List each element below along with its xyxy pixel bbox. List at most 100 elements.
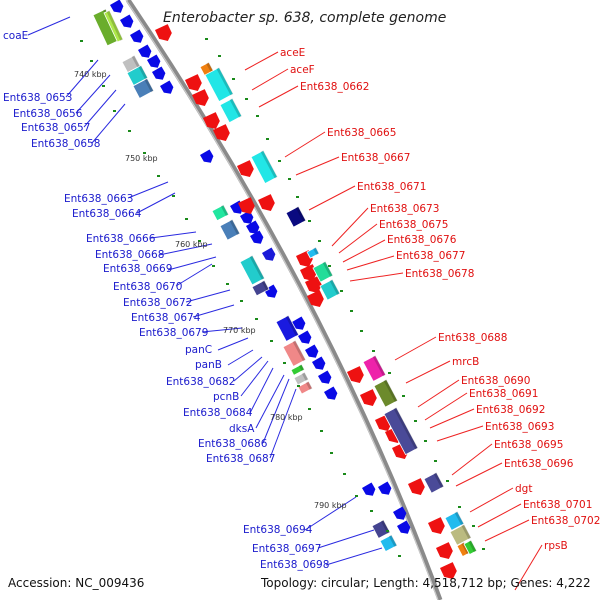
gene-block-face (275, 314, 300, 342)
genome-summary-text: Topology: circular; Length: 4,518,712 bp… (260, 576, 591, 590)
reverse-gene-arrow (250, 230, 264, 244)
gene-block-shade (260, 150, 278, 179)
reverse-gene-arrow (264, 284, 278, 298)
gene-label[interactable]: Ent638_0687 (206, 453, 275, 465)
gene-label[interactable]: Ent638_0670 (113, 281, 182, 293)
gene-arrow-shape (292, 316, 306, 330)
gene-arrow-shape (237, 160, 254, 177)
gene-label[interactable]: Ent638_0674 (131, 312, 201, 324)
gene-label[interactable]: Ent638_0695 (494, 439, 563, 451)
gene-label[interactable]: dgt (515, 483, 532, 495)
gene-label[interactable]: Ent638_0690 (461, 375, 530, 387)
reverse-gene-arrow (152, 66, 166, 80)
gene-label[interactable]: Ent638_0663 (64, 193, 133, 205)
gene-label[interactable]: Ent638_0666 (86, 233, 156, 245)
gene-label[interactable]: Ent638_0671 (357, 181, 426, 193)
reverse-label-leader (127, 181, 169, 199)
gene-block-face (423, 471, 445, 494)
gene-block-shade (292, 340, 306, 362)
gene-label[interactable]: Ent638_0694 (243, 524, 313, 536)
ruler-tick-mark (185, 218, 188, 220)
gene-label[interactable]: Ent638_0662 (300, 81, 369, 93)
gene-label[interactable]: Ent638_0692 (476, 404, 545, 416)
reverse-label-leader (150, 231, 197, 239)
ruler-tick-label: 740 kbp (74, 70, 107, 79)
gene-label[interactable]: Ent638_0675 (379, 219, 448, 231)
gene-block-face (306, 246, 320, 259)
gene-label[interactable]: mrcB (452, 356, 479, 368)
cds-block (463, 539, 478, 556)
ruler-tick-mark (424, 440, 427, 442)
ruler-tick-mark (308, 220, 311, 222)
cds-block (126, 64, 149, 86)
gene-label[interactable]: Ent638_0677 (396, 250, 465, 262)
reverse-label-leader (227, 349, 254, 366)
forward-label-leader (244, 51, 279, 71)
gene-label[interactable]: Ent638_0672 (123, 297, 192, 309)
ruler-tick-mark (102, 85, 105, 87)
gene-block-face (312, 260, 334, 283)
gene-label[interactable]: Ent638_0656 (13, 108, 83, 120)
gene-label[interactable]: Ent638_0673 (370, 203, 439, 215)
gene-arrow-shape (262, 247, 276, 261)
ruler-tick-label: 780 kbp (270, 413, 303, 422)
gene-label[interactable]: dksA (229, 423, 255, 435)
gene-label[interactable]: Ent638_0684 (183, 407, 253, 419)
gene-label[interactable]: Ent638_0702 (531, 515, 600, 527)
cds-block (103, 9, 124, 43)
reverse-gene-arrow (298, 330, 312, 344)
gene-label[interactable]: Ent638_0682 (166, 376, 235, 388)
gene-label[interactable]: aceF (290, 64, 315, 76)
gene-block-shade (461, 524, 472, 540)
gene-label[interactable]: panB (195, 359, 222, 371)
gene-block-face (285, 205, 307, 228)
gene-label[interactable]: Ent638_0667 (341, 152, 410, 164)
ruler-tick-mark (388, 372, 391, 374)
reverse-label-leader (192, 304, 235, 318)
gene-label[interactable]: Ent638_0668 (95, 249, 164, 261)
reverse-gene-arrow (378, 481, 392, 495)
reverse-label-leaders (27, 16, 383, 566)
forward-label-leader (338, 223, 378, 254)
reverse-gene-arrow (246, 220, 260, 234)
gene-label[interactable]: Ent638_0701 (523, 499, 592, 511)
gene-label[interactable]: Ent638_0693 (485, 421, 554, 433)
gene-label[interactable]: Ent638_0676 (387, 234, 457, 246)
gene-label[interactable]: coaE (3, 30, 28, 42)
gene-label[interactable]: Ent638_0698 (260, 559, 329, 571)
gene-block-shade (216, 67, 234, 96)
gene-label[interactable]: Ent638_0678 (405, 268, 474, 280)
gene-block-shade (329, 279, 340, 295)
gene-label[interactable]: pcnB (213, 391, 239, 403)
forward-label-leader (484, 519, 530, 542)
reverse-label-leader (75, 74, 111, 114)
reverse-gene-arrow (397, 520, 411, 534)
ruler-tick-mark (308, 408, 311, 410)
gene-label[interactable]: Ent638_0691 (469, 388, 538, 400)
gene-label[interactable]: Ent638_0665 (327, 127, 396, 139)
ruler-tick-label: 770 kbp (223, 326, 256, 335)
gene-arrow-shape (305, 276, 322, 293)
reverse-gene-arrow (262, 247, 276, 261)
gene-label[interactable]: Ent638_0679 (139, 327, 208, 339)
gene-label[interactable]: Ent638_0669 (103, 263, 172, 275)
cds-block (297, 380, 313, 395)
gene-label[interactable]: Ent638_0657 (21, 122, 90, 134)
gene-block-face (251, 279, 270, 297)
gene-label[interactable]: panC (185, 344, 212, 356)
gene-label[interactable]: Ent638_0688 (438, 332, 507, 344)
gene-arrow-shape (312, 356, 326, 370)
gene-label[interactable]: Ent638_0664 (72, 208, 142, 220)
reverse-gene-arrow (318, 370, 332, 384)
gene-block-face (319, 278, 341, 301)
gene-label[interactable]: aceE (280, 47, 305, 59)
forward-label-leader (514, 544, 543, 591)
gene-label[interactable]: Ent638_0658 (31, 138, 100, 150)
gene-label[interactable]: Ent638_0686 (198, 438, 268, 450)
ruler-tick-mark (330, 452, 333, 454)
gene-label[interactable]: rpsB (544, 540, 568, 552)
forward-label-leader (429, 408, 475, 429)
gene-label[interactable]: Ent638_0696 (504, 458, 574, 470)
gene-label[interactable]: Ent638_0653 (3, 92, 72, 104)
gene-label[interactable]: Ent638_0697 (252, 543, 321, 555)
